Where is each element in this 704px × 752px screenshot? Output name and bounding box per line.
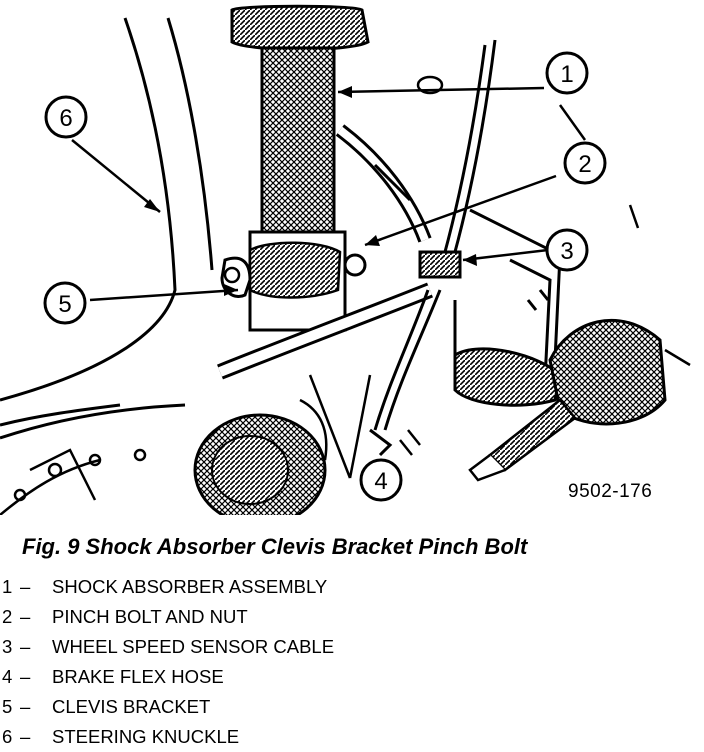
brake-flex-hose <box>217 124 433 380</box>
legend-text: CLEVIS BRACKET <box>52 696 211 717</box>
small-details <box>299 75 691 461</box>
legend-dash: – <box>20 636 31 657</box>
callout-1-label: 1 <box>560 61 573 88</box>
wheel-speed-sensor-cable <box>369 39 497 457</box>
legend-dash: – <box>20 726 31 747</box>
legend-dash: – <box>20 576 31 597</box>
legend-number: 2 <box>2 606 13 627</box>
callout-3: 3 <box>545 228 589 272</box>
callout-4: 4 <box>359 458 403 502</box>
callout-2: 2 <box>563 141 607 185</box>
legend-text: SHOCK ABSORBER ASSEMBLY <box>52 576 328 597</box>
legend-dash: – <box>20 696 31 717</box>
legend-dash: – <box>20 666 31 687</box>
legend-list: 1–SHOCK ABSORBER ASSEMBLY 2–PINCH BOLT A… <box>2 572 334 752</box>
legend-text: STEERING KNUCKLE <box>52 726 240 747</box>
legend-number: 6 <box>2 726 13 747</box>
callout-6-label: 6 <box>59 105 72 132</box>
cv-joint-boot <box>468 318 667 482</box>
legend-text: PINCH BOLT AND NUT <box>52 606 248 627</box>
leader-lines <box>71 86 557 479</box>
legend-item: 3–WHEEL SPEED SENSOR CABLE <box>2 632 334 662</box>
steering-knuckle-outline <box>0 17 214 440</box>
callout-1: 1 <box>545 51 589 95</box>
frame-bracket <box>453 208 562 407</box>
shock-absorber-assembly <box>220 4 370 332</box>
leader-arrowheads <box>144 86 477 296</box>
figure-caption: Fig. 9 Shock Absorber Clevis Bracket Pin… <box>22 534 528 559</box>
legend-number: 3 <box>2 636 13 657</box>
hub-area <box>0 448 147 515</box>
legend-item: 4–BRAKE FLEX HOSE <box>2 662 334 692</box>
diagram-figure: 1 2 3 4 5 6 9502-176 <box>0 4 691 515</box>
figure-id-label: 9502-176 <box>568 481 653 502</box>
drive-shaft-boot <box>193 413 327 515</box>
legend-text: BRAKE FLEX HOSE <box>52 666 224 687</box>
callout-5-label: 5 <box>58 291 71 318</box>
legend-text: WHEEL SPEED SENSOR CABLE <box>52 636 335 657</box>
callout-5: 5 <box>43 281 87 325</box>
legend-number: 1 <box>2 576 13 597</box>
legend-item: 6–STEERING KNUCKLE <box>2 722 334 752</box>
callout-6: 6 <box>44 95 88 139</box>
legend-dash: – <box>20 606 31 627</box>
legend-item: 2–PINCH BOLT AND NUT <box>2 602 334 632</box>
legend-number: 4 <box>2 666 13 687</box>
legend-number: 5 <box>2 696 13 717</box>
callout-4-label: 4 <box>374 468 387 495</box>
diagram-illustration: 1 2 3 4 5 6 <box>0 4 691 515</box>
callout-2-label: 2 <box>578 151 591 178</box>
legend-item: 1–SHOCK ABSORBER ASSEMBLY <box>2 572 334 602</box>
callout-3-label: 3 <box>560 238 573 265</box>
legend-item: 5–CLEVIS BRACKET <box>2 692 334 722</box>
